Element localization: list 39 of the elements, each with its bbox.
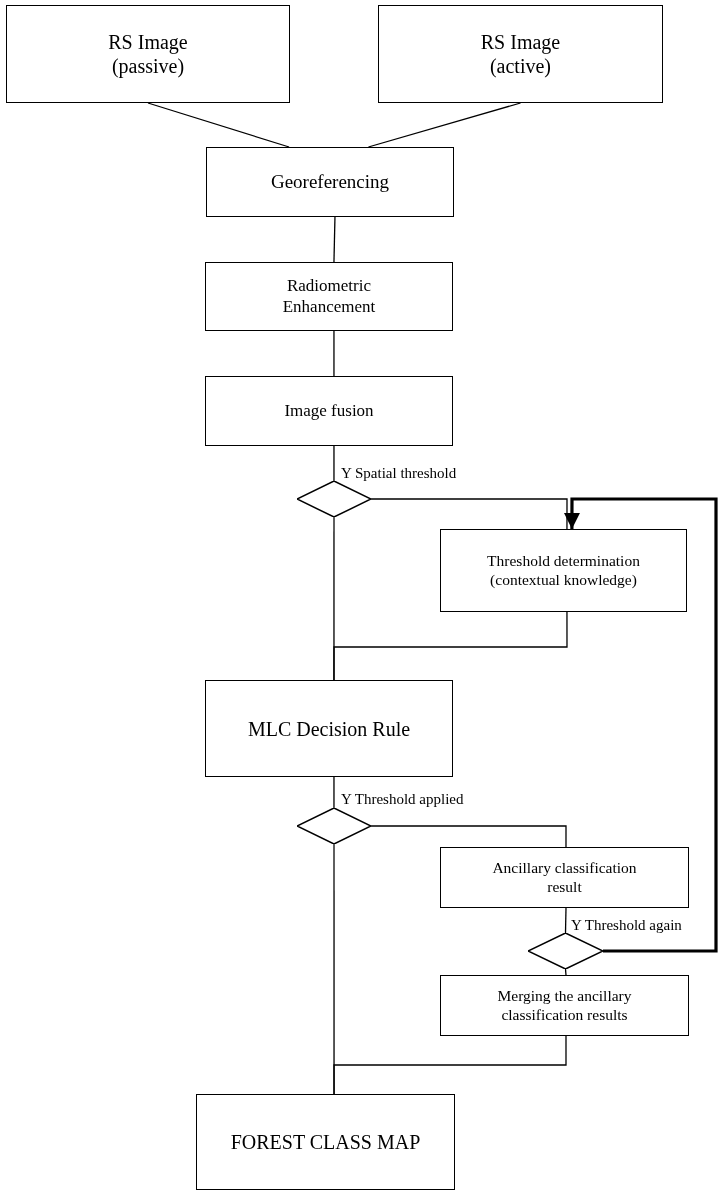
connector-line [333,611,568,681]
process-box [440,847,689,908]
decision-diamond [297,808,371,844]
process-box [205,680,453,777]
connector-line [370,825,567,848]
connector-line [147,102,290,148]
process-box [6,5,290,103]
process-box [205,262,453,331]
process-box [378,5,663,103]
arrow [563,497,718,953]
process-box [206,147,454,217]
connector-line [564,968,567,976]
box-text: FOREST CLASS MAP [230,1130,421,1154]
box-text: Image fusion [284,400,374,422]
connector-line [333,330,335,377]
process-box [440,975,689,1036]
branch-label: Y Threshold again [571,918,682,933]
decision-diamond [297,481,371,517]
box-text: RS Image (passive) [107,30,189,78]
box-text: MLC Decision Rule [247,716,411,741]
box-text: Radiometric Enhancement [281,276,377,317]
connector-line [333,445,335,482]
branch-label: Y Spatial threshold [341,466,457,481]
box-text: Georeferencing [270,170,390,194]
connector-line [333,1035,567,1095]
box-text: Threshold determination (contextual knowledge) [486,551,641,590]
process-box [196,1094,455,1190]
box-text: RS Image (active) [479,30,562,78]
process-box [440,529,687,612]
connector-line [564,907,567,934]
connector-line [333,216,336,263]
branch-label: Y Threshold applied [341,792,464,807]
connector-line [367,102,522,148]
process-box [205,376,453,446]
decision-diamond [528,933,603,969]
box-text: Merging the ancillary classification results [496,986,633,1025]
connector-line [333,776,335,809]
box-text: Ancillary classification result [491,858,638,897]
connector-line [370,498,568,530]
